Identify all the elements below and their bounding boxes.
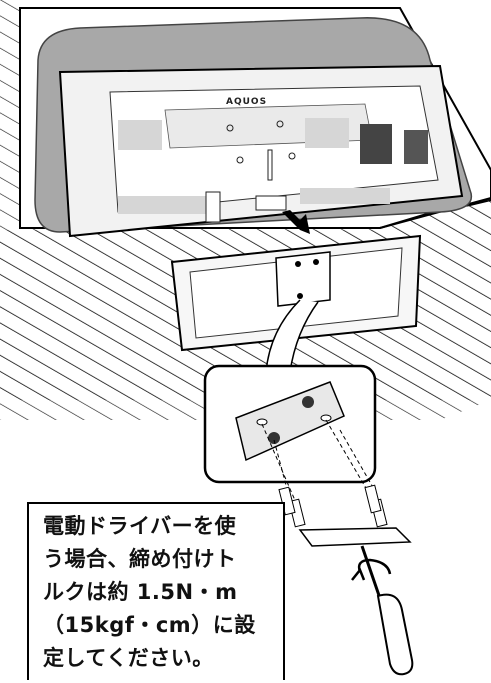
torque-note-box: 電動ドライバーを使 う場合、締め付けト ルクは約 1.5N・m （15kgf・c… xyxy=(27,502,285,680)
insert-arrow xyxy=(280,200,310,234)
screwdriver-icon xyxy=(351,545,414,676)
note-line: 定してください。 xyxy=(43,646,214,670)
zoom-detail xyxy=(203,364,377,484)
note-line: 電動ドライバーを使 xyxy=(43,514,237,538)
tv-back-panel: AQUOS xyxy=(58,64,464,238)
screw-plane xyxy=(298,527,412,547)
note-line: ルクは約 1.5N・m xyxy=(43,580,238,604)
tv-brand-logo: AQUOS xyxy=(226,97,267,107)
stand-base-plate xyxy=(170,234,422,352)
note-line: （15kgf・cm）に設 xyxy=(43,613,256,637)
note-line: う場合、締め付けト xyxy=(43,547,237,571)
